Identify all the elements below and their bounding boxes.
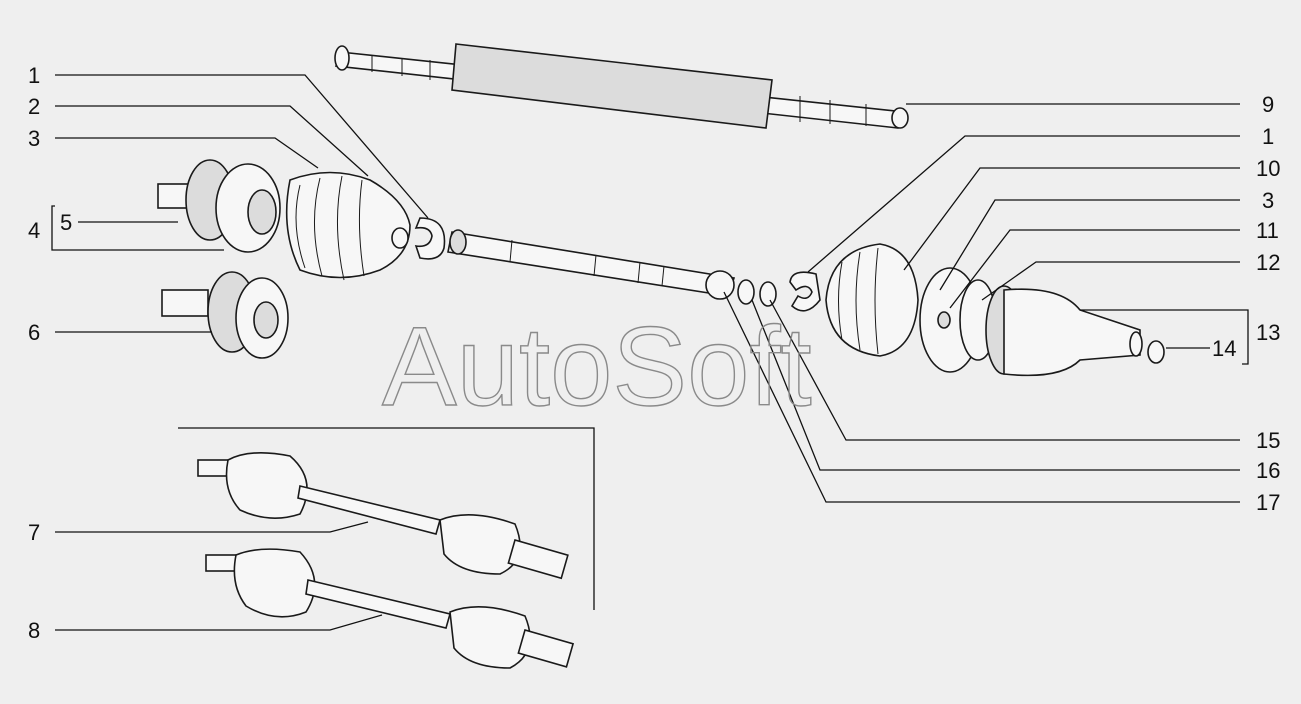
callout-8: 8 [28, 618, 40, 643]
callout-6: 6 [28, 320, 40, 345]
watermark-text: AutoSoft [382, 304, 812, 429]
callout-1-left: 1 [28, 63, 40, 88]
callout-16: 16 [1256, 458, 1280, 483]
callout-1-right: 1 [1262, 124, 1274, 149]
callout-9: 9 [1262, 92, 1274, 117]
part-clamp-right [789, 271, 821, 312]
callout-3-right: 3 [1262, 188, 1274, 213]
part-intermediate-shaft [334, 43, 909, 129]
callout-15: 15 [1256, 428, 1280, 453]
part-clamp-left [414, 217, 446, 260]
callout-10: 10 [1256, 156, 1280, 181]
part-complete-shaft-7 [197, 452, 569, 580]
leader-lines [51, 74, 1249, 631]
callout-2: 2 [28, 94, 40, 119]
callout-14: 14 [1212, 336, 1236, 361]
part-inner-boot [285, 171, 411, 281]
part-inner-joint [157, 159, 281, 253]
part-outer-joint [985, 285, 1143, 377]
callout-11: 11 [1256, 218, 1279, 243]
callout-13: 13 [1256, 320, 1280, 345]
callout-7: 7 [28, 520, 40, 545]
part-snap-rings [737, 279, 777, 307]
part-end-ring [1147, 340, 1165, 364]
part-joint-housing [161, 271, 289, 359]
part-complete-shaft-8 [205, 548, 575, 669]
callout-5: 5 [60, 210, 72, 235]
callout-4: 4 [28, 218, 40, 243]
callout-17: 17 [1256, 490, 1280, 515]
callout-3-left: 3 [28, 126, 40, 151]
part-outer-boot [825, 243, 919, 357]
callout-labels: 1 2 3 4 5 6 7 8 9 1 10 3 11 12 13 14 15 … [28, 63, 1280, 643]
part-center-shaft [447, 229, 736, 300]
callout-12: 12 [1256, 250, 1280, 275]
